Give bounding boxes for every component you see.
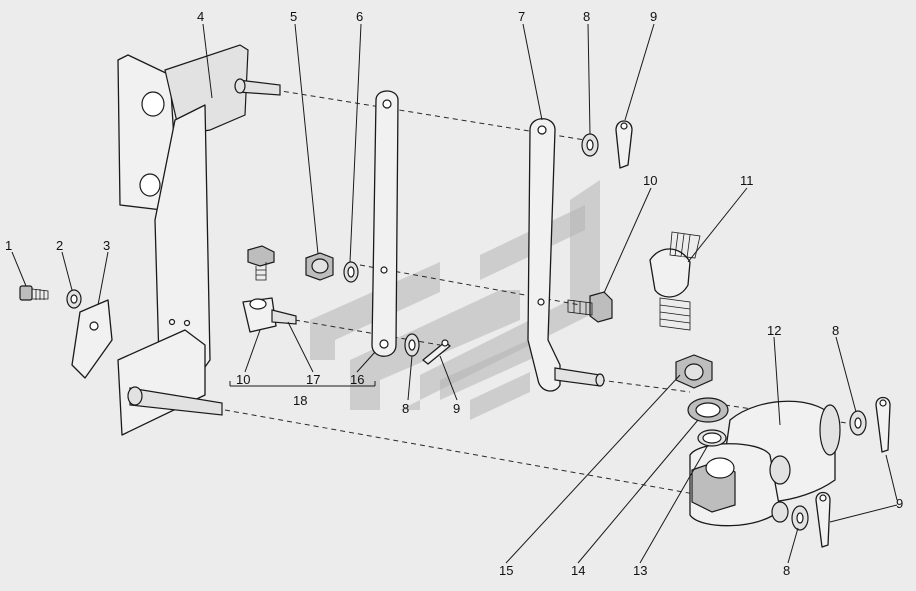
bracket-part-4 [117,44,281,436]
callout-9-top: 9 [650,9,657,24]
callout-9-lower: 9 [453,401,460,416]
callout-9-right: 9 [896,496,903,511]
washer-part-8-bottom [791,505,809,531]
callout-2: 2 [56,238,63,253]
callout-16: 16 [350,372,364,387]
callout-8-bottom: 8 [783,563,790,578]
callout-10-left: 10 [236,372,250,387]
callout-8-right: 8 [832,323,839,338]
seal-part-14 [687,397,729,423]
lever-part-7 [527,118,605,392]
callout-18: 18 [293,393,307,408]
elbow-fitting-part-11 [649,231,701,331]
cotter-pin-part-9-upper [615,120,633,169]
small-bolt-part-1 [19,285,49,301]
callout-12: 12 [767,323,781,338]
callout-8-lower: 8 [402,401,409,416]
o-ring-part-13 [697,429,727,447]
plate-part-3 [71,299,113,379]
callout-15: 15 [499,563,513,578]
cylinder-part-12 [689,400,841,527]
cotter-pin-part-9-bottom [815,491,831,548]
callout-6: 6 [356,9,363,24]
cotter-pin-part-9-right [875,396,891,453]
callout-labels: 1 2 3 4 5 6 7 8 9 10 11 12 8 10 17 16 18… [5,9,903,578]
washer-part-8-right [849,410,867,436]
callout-7: 7 [518,9,525,24]
callout-13: 13 [633,563,647,578]
callout-3: 3 [103,238,110,253]
washer-part-8-lower [404,333,420,357]
nut-part-15 [675,354,713,389]
washer-part-8-upper [581,133,599,157]
callout-1: 1 [5,238,12,253]
callout-4: 4 [197,9,204,24]
link-part-16 [371,90,399,357]
leader-lines [11,23,898,564]
clevis-part-17 [242,297,297,333]
callout-17: 17 [306,372,320,387]
cotter-pin-part-9-lower [422,339,451,365]
callout-8-top: 8 [583,9,590,24]
washer-part-6 [343,261,359,283]
callout-11: 11 [740,173,754,188]
callout-5: 5 [290,9,297,24]
nut-part-5 [305,252,334,281]
callout-10-right: 10 [643,173,657,188]
spring-washer-part-2 [66,289,82,309]
callout-14: 14 [571,563,585,578]
bolt-part-10 [247,245,275,281]
